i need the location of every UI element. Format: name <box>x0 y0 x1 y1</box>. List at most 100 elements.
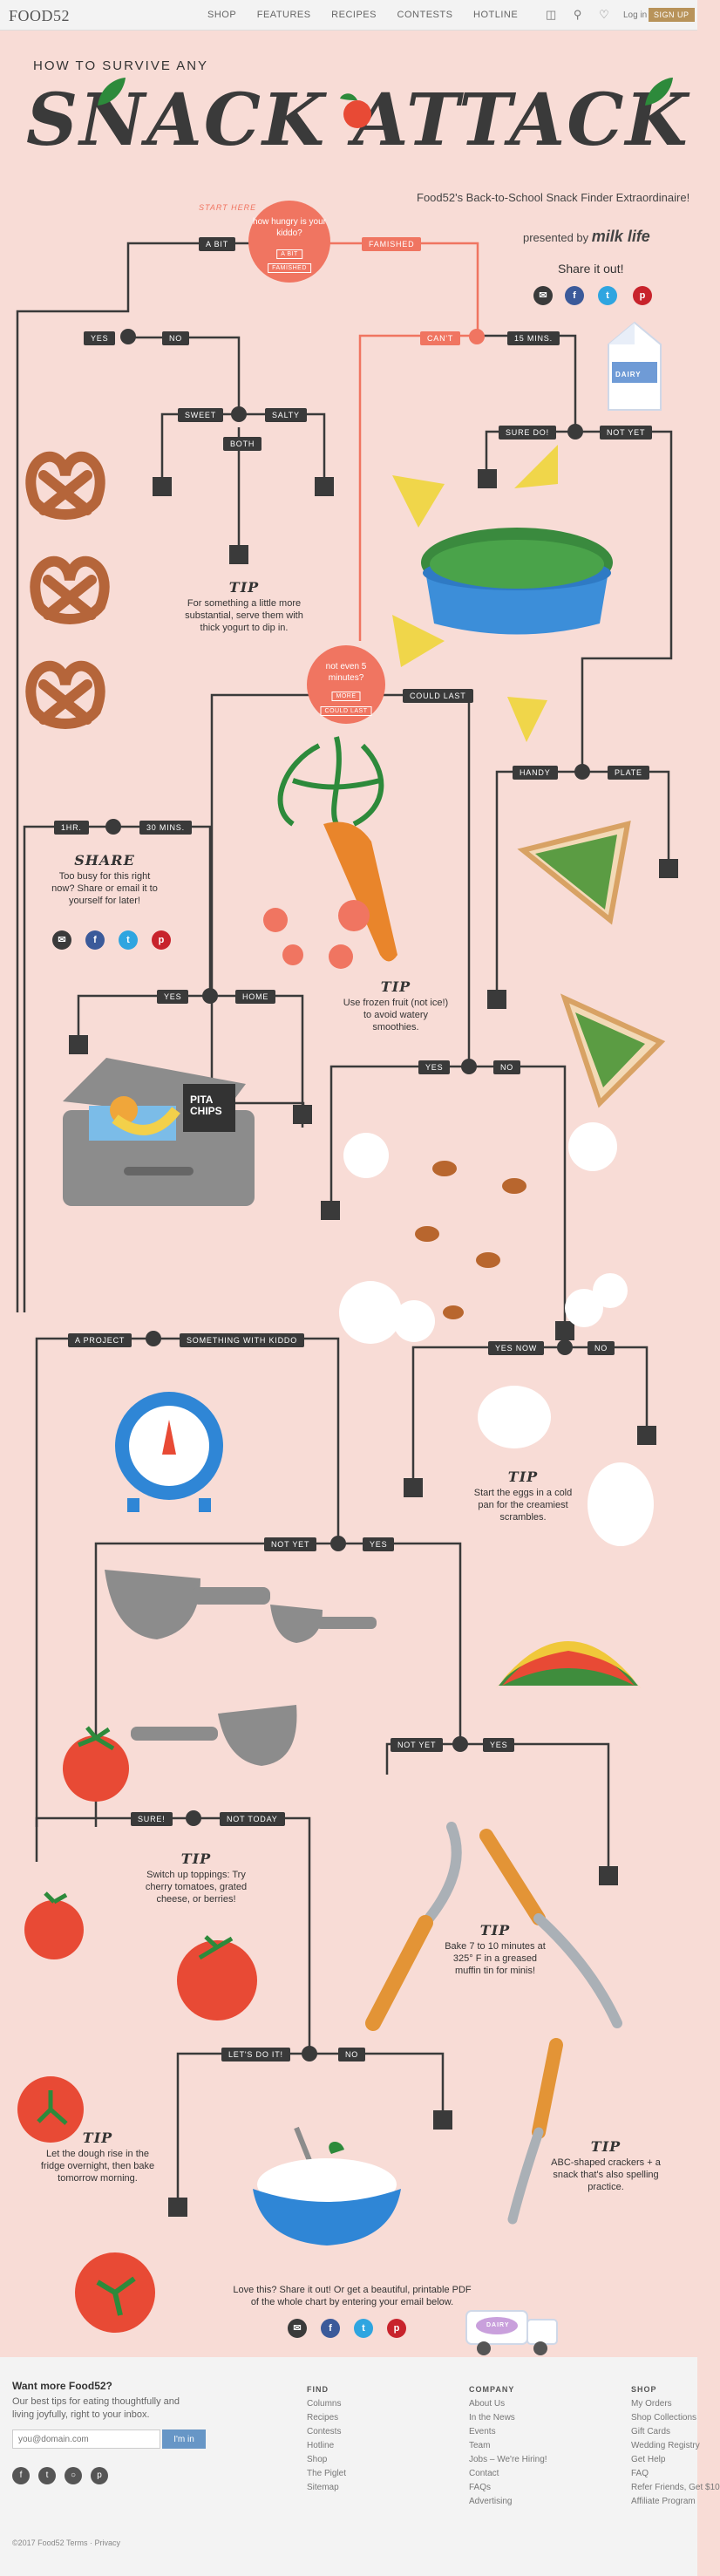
pinterest-share-icon[interactable]: p <box>633 286 652 305</box>
pill-sweet[interactable]: SWEET <box>178 408 224 422</box>
email-share-icon[interactable]: ✉ <box>533 286 553 305</box>
pill-yes[interactable]: YES <box>363 1537 395 1551</box>
twitter-share-icon[interactable]: t <box>354 2319 373 2338</box>
facebook-share-icon[interactable]: f <box>85 930 105 950</box>
pill-no[interactable]: NO <box>493 1060 521 1074</box>
chip-illustration <box>507 697 547 742</box>
twitter-share-icon[interactable]: t <box>598 286 617 305</box>
pill-both[interactable]: BOTH <box>223 437 262 451</box>
pill-lets-do-it[interactable]: LET'S DO IT! <box>221 2048 290 2061</box>
pill-cant[interactable]: CAN'T <box>420 331 461 345</box>
site-logo[interactable]: FOOD52 <box>9 7 71 24</box>
email-share-icon[interactable]: ✉ <box>52 930 71 950</box>
pill-yes[interactable]: YES <box>418 1060 451 1074</box>
flow-end-box <box>229 545 248 564</box>
nav-features[interactable]: FEATURES <box>256 10 311 20</box>
tomato-illustration <box>17 2076 84 2143</box>
facebook-icon[interactable]: f <box>12 2467 30 2484</box>
footer-link[interactable]: Wedding Registry <box>631 2441 700 2450</box>
footer-link[interactable]: FAQ <box>631 2469 649 2478</box>
newsletter-submit-button[interactable]: I'm in <box>162 2429 206 2449</box>
footer-link[interactable]: The Piglet <box>307 2469 347 2478</box>
pill-not-today[interactable]: NOT TODAY <box>220 1812 285 1826</box>
pill-yes[interactable]: YES <box>157 990 189 1004</box>
footer-link[interactable]: Recipes <box>307 2413 339 2423</box>
pill-could-last[interactable]: COULD LAST <box>403 689 473 703</box>
tip-card: TIP Bake 7 to 10 minutes at 325° F in a … <box>439 1924 551 1977</box>
flow-end-box <box>487 990 506 1009</box>
pill-not-yet[interactable]: NOT YET <box>391 1738 444 1752</box>
search-icon[interactable]: ⚲ <box>573 8 582 21</box>
nav-hotline[interactable]: HOTLINE <box>473 10 519 20</box>
footer-link[interactable]: Sitemap <box>307 2483 339 2492</box>
pinterest-share-icon[interactable]: p <box>387 2319 406 2338</box>
footer-link[interactable]: Shop Collections <box>631 2413 697 2423</box>
start-opt-a-bit[interactable]: A BIT <box>276 249 302 259</box>
pill-1hr[interactable]: 1HR. <box>54 821 89 835</box>
footer-link[interactable]: Columns <box>307 2399 342 2409</box>
newsletter-email-input[interactable] <box>12 2429 160 2449</box>
pill-no[interactable]: NO <box>588 1341 615 1355</box>
pill-30-mins[interactable]: 30 MINS. <box>139 821 192 835</box>
pill-sure-do[interactable]: SURE DO! <box>499 426 556 440</box>
footer-link[interactable]: Hotline <box>307 2441 335 2450</box>
top-nav: FOOD52 SHOP FEATURES RECIPES CONTESTS HO… <box>0 0 697 31</box>
email-share-icon[interactable]: ✉ <box>288 2319 307 2338</box>
login-link[interactable]: Log in <box>623 10 648 20</box>
pill-famished[interactable]: FAMISHED <box>362 237 422 251</box>
footer-link[interactable]: Refer Friends, Get $10 <box>631 2483 720 2492</box>
pill-not-yet[interactable]: NOT YET <box>600 426 653 440</box>
pill-no[interactable]: NO <box>162 331 190 345</box>
footer-link[interactable]: Contact <box>469 2469 499 2478</box>
pill-plate[interactable]: PLATE <box>608 766 649 780</box>
cart-icon[interactable]: ◫ <box>546 8 557 21</box>
privacy-link[interactable]: Privacy <box>94 2539 121 2547</box>
q2-opt-more[interactable]: MORE <box>331 692 361 701</box>
footer-link[interactable]: In the News <box>469 2413 515 2423</box>
terms-link[interactable]: Terms <box>66 2539 88 2547</box>
footer-link[interactable]: Gift Cards <box>631 2427 671 2436</box>
footer-link[interactable]: About Us <box>469 2399 506 2409</box>
presented-by: presented by milk life <box>523 228 650 246</box>
pill-salty[interactable]: SALTY <box>265 408 307 422</box>
lunchbox-illustration <box>63 1058 255 1206</box>
flow-node <box>202 988 218 1004</box>
footer-link[interactable]: Affiliate Program <box>631 2497 696 2506</box>
bell-icon[interactable]: ♡ <box>599 8 609 21</box>
pinterest-share-icon[interactable]: p <box>152 930 171 950</box>
nav-shop[interactable]: SHOP <box>207 10 237 20</box>
footer-link[interactable]: My Orders <box>631 2399 672 2409</box>
pill-something-with-kiddo[interactable]: SOMETHING WITH KIDDO <box>180 1333 304 1347</box>
signup-button[interactable]: SIGN UP <box>649 8 695 22</box>
footer-link[interactable]: Advertising <box>469 2497 513 2506</box>
start-opt-famished[interactable]: FAMISHED <box>268 263 311 273</box>
facebook-share-icon[interactable]: f <box>565 286 584 305</box>
footer-link[interactable]: Get Help <box>631 2455 666 2464</box>
pill-not-yet[interactable]: NOT YET <box>264 1537 317 1551</box>
pill-a-project[interactable]: A PROJECT <box>68 1333 132 1347</box>
facebook-share-icon[interactable]: f <box>321 2319 340 2338</box>
footer-link[interactable]: Team <box>469 2441 491 2450</box>
pill-no[interactable]: NO <box>338 2048 366 2061</box>
pill-yes-now[interactable]: YES NOW <box>488 1341 545 1355</box>
pill-yes[interactable]: YES <box>483 1738 515 1752</box>
pill-15-mins[interactable]: 15 MINS. <box>507 331 560 345</box>
footer-link[interactable]: Shop <box>307 2455 328 2464</box>
nav-recipes[interactable]: RECIPES <box>331 10 377 20</box>
footer-link[interactable]: FAQs <box>469 2483 492 2492</box>
footer-find-links: Columns Recipes Contests Hotline Shop Th… <box>307 2397 346 2495</box>
twitter-share-icon[interactable]: t <box>119 930 138 950</box>
footer-link[interactable]: Contests <box>307 2427 342 2436</box>
footer-link[interactable]: Jobs – We're Hiring! <box>469 2455 547 2464</box>
q2-opt-could-last[interactable]: COULD LAST <box>320 706 372 716</box>
pill-sure[interactable]: SURE! <box>131 1812 173 1826</box>
footer-link[interactable]: Events <box>469 2427 496 2436</box>
pill-home[interactable]: HOME <box>235 990 276 1004</box>
pinterest-icon[interactable]: p <box>91 2467 108 2484</box>
pill-handy[interactable]: HANDY <box>513 766 558 780</box>
pill-a-bit[interactable]: A BIT <box>199 237 236 251</box>
pill-yes[interactable]: YES <box>84 331 116 345</box>
twitter-icon[interactable]: t <box>38 2467 56 2484</box>
nav-contests[interactable]: CONTESTS <box>397 10 453 20</box>
instagram-icon[interactable]: ○ <box>65 2467 82 2484</box>
